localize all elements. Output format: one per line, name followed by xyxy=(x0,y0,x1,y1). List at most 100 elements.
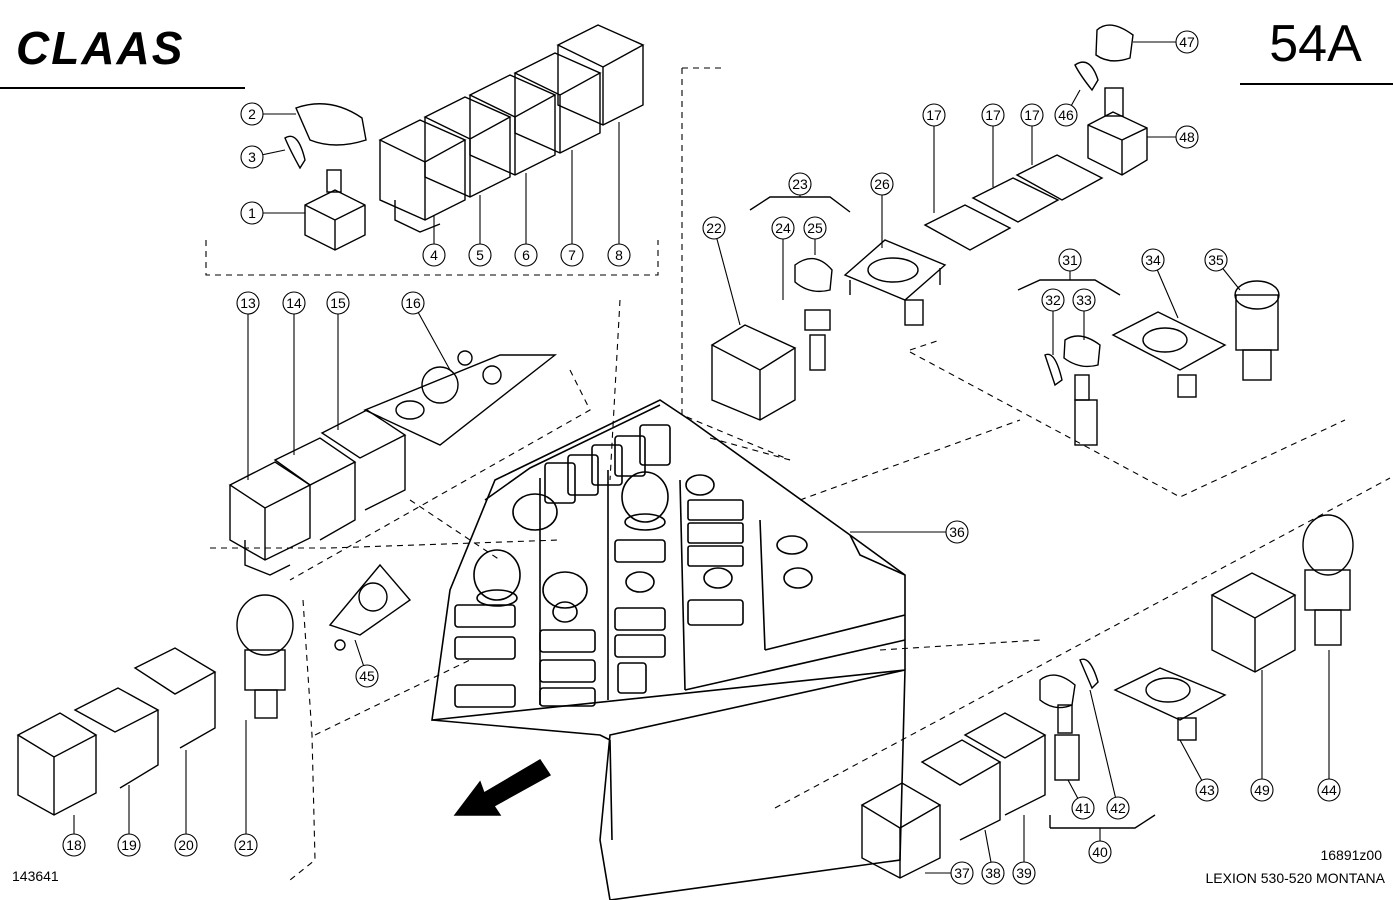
brand-wordmark: CLAAS xyxy=(16,22,184,72)
callout-label: 45 xyxy=(359,668,375,684)
callout-bubble xyxy=(326,291,350,315)
callout-label: 37 xyxy=(954,865,970,881)
callout-20: 20 xyxy=(174,750,198,857)
callout-bubble xyxy=(1106,796,1130,820)
callout-1: 1 xyxy=(240,201,305,225)
callout-13: 13 xyxy=(236,291,260,480)
callout-bubble xyxy=(870,172,894,196)
callout-label: 21 xyxy=(238,837,254,853)
callout-label: 44 xyxy=(1321,782,1337,798)
callout-38: 38 xyxy=(981,829,1005,885)
callout-19: 19 xyxy=(117,785,141,857)
callout-label: 1 xyxy=(248,205,256,221)
callout-bubble xyxy=(1072,288,1096,312)
switch-group-46-48 xyxy=(1074,24,1148,176)
callout-46: 46 xyxy=(1054,89,1081,127)
callout-39: 39 xyxy=(1012,815,1036,885)
switch-group-31-35 xyxy=(1044,280,1280,446)
callout-label: 26 xyxy=(874,176,890,192)
callout-label: 22 xyxy=(706,220,722,236)
callout-label: 32 xyxy=(1045,292,1061,308)
callout-42: 42 xyxy=(1089,689,1130,820)
callout-label: 36 xyxy=(949,524,965,540)
callout-48: 48 xyxy=(1147,125,1199,149)
brand-logo: CLAAS xyxy=(12,22,237,74)
rotary-switch-1 xyxy=(284,103,367,251)
callout-label: 15 xyxy=(330,295,346,311)
callout-label: 48 xyxy=(1179,129,1195,145)
callout-bubble xyxy=(1058,248,1082,272)
callout-label: 46 xyxy=(1058,107,1074,123)
callout-bubble xyxy=(702,216,726,240)
plates-17 xyxy=(923,154,1104,251)
callout-45: 45 xyxy=(354,639,379,688)
callout-bubble xyxy=(950,861,974,885)
model-name: LEXION 530-520 MONTANA xyxy=(1205,870,1385,886)
callout-bubble xyxy=(174,833,198,857)
drawing-number: 16891z00 xyxy=(1320,847,1382,863)
callout-bubble xyxy=(240,201,264,225)
callout-bubble xyxy=(1071,796,1095,820)
callout-bubble xyxy=(788,172,812,196)
callout-40: 40 xyxy=(1088,828,1112,864)
callout-label: 49 xyxy=(1254,782,1270,798)
callout-bubble xyxy=(607,243,631,267)
callout-bubble xyxy=(1204,248,1228,272)
callout-23: 23 xyxy=(788,172,812,197)
callout-label: 17 xyxy=(1024,107,1040,123)
callout-41: 41 xyxy=(1067,779,1095,820)
callout-2: 2 xyxy=(240,102,296,126)
callout-bubble xyxy=(1041,288,1065,312)
callout-bubble xyxy=(981,861,1005,885)
direction-arrow-icon xyxy=(453,759,552,816)
switch-group-37-44 xyxy=(860,514,1354,879)
callout-bubble xyxy=(236,291,260,315)
callout-44: 44 xyxy=(1317,650,1341,802)
callout-label: 17 xyxy=(926,107,942,123)
callout-leader xyxy=(713,227,741,326)
callout-7: 7 xyxy=(560,150,584,267)
callout-15: 15 xyxy=(326,291,350,430)
callout-16: 16 xyxy=(401,291,451,371)
callout-bubble xyxy=(117,833,141,857)
callout-5: 5 xyxy=(468,195,492,267)
page-number: 54A xyxy=(1269,15,1362,73)
callout-34: 34 xyxy=(1141,248,1179,319)
callout-33: 33 xyxy=(1072,288,1096,340)
callout-17: 17 xyxy=(981,103,1005,187)
callout-label: 33 xyxy=(1076,292,1092,308)
callout-47: 47 xyxy=(1133,30,1199,54)
callout-bubble xyxy=(803,216,827,240)
callout-label: 7 xyxy=(568,247,576,263)
switch-group-18-21 xyxy=(16,594,294,816)
callout-label: 4 xyxy=(430,247,438,263)
callout-14: 14 xyxy=(282,291,306,455)
callout-label: 39 xyxy=(1016,865,1032,881)
callout-bubble xyxy=(422,243,446,267)
callout-bubble xyxy=(1141,248,1165,272)
callout-31: 31 xyxy=(1058,248,1082,280)
callout-22: 22 xyxy=(702,216,741,326)
callout-bubble xyxy=(981,103,1005,127)
callout-25: 25 xyxy=(803,216,827,255)
callout-label: 23 xyxy=(792,176,808,192)
callout-label: 6 xyxy=(522,247,530,263)
control-console xyxy=(431,399,906,900)
callout-label: 43 xyxy=(1199,782,1215,798)
callout-label: 34 xyxy=(1145,252,1161,268)
callout-bubble xyxy=(240,145,264,169)
callout-bubble xyxy=(1088,840,1112,864)
callout-bubble xyxy=(560,243,584,267)
bracket-45 xyxy=(328,563,412,651)
callout-4: 4 xyxy=(422,215,446,267)
callout-43: 43 xyxy=(1179,739,1219,802)
callout-8: 8 xyxy=(607,122,631,267)
callout-label: 42 xyxy=(1110,800,1126,816)
callout-37: 37 xyxy=(925,861,974,885)
callout-label: 40 xyxy=(1092,844,1108,860)
callout-label: 47 xyxy=(1179,34,1195,50)
callout-36: 36 xyxy=(850,520,969,544)
callout-bubble xyxy=(240,102,264,126)
callout-17: 17 xyxy=(922,103,946,213)
